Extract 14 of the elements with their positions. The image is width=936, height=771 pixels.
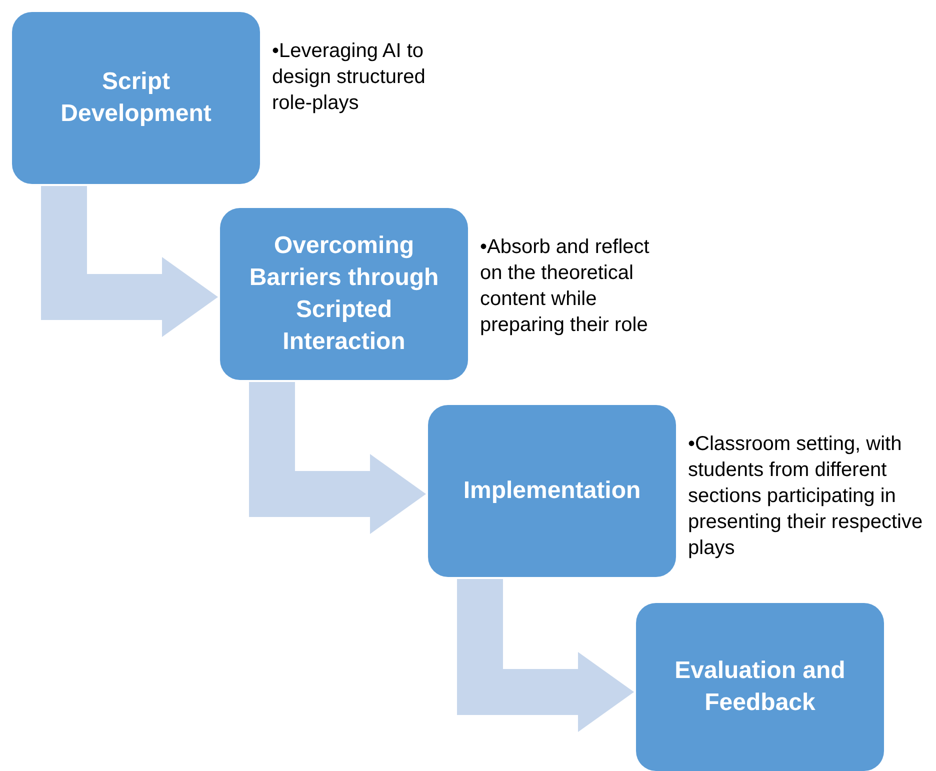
- step-title: Script Development: [60, 67, 212, 129]
- bent-arrow: [249, 382, 426, 534]
- process-box: [220, 208, 468, 380]
- bullet-note: •Leveraging AI to design structured role-plays: [272, 39, 426, 116]
- step-title: Overcoming Barriers through Scripted Interaction: [248, 231, 440, 357]
- bullet-note: •Absorb and reflect on the theoretical content while preparing their role: [480, 235, 650, 338]
- step-title: Evaluation and Feedback: [674, 656, 846, 718]
- bent-arrow: [41, 186, 218, 337]
- process-box: [636, 603, 884, 771]
- process-box: [12, 12, 260, 184]
- process-box: [428, 405, 676, 577]
- step-title: Implementation: [463, 476, 641, 506]
- bent-arrow: [457, 579, 634, 732]
- bullet-note: •Classroom setting, with students from different sections participating in presenting their respective plays: [688, 432, 924, 561]
